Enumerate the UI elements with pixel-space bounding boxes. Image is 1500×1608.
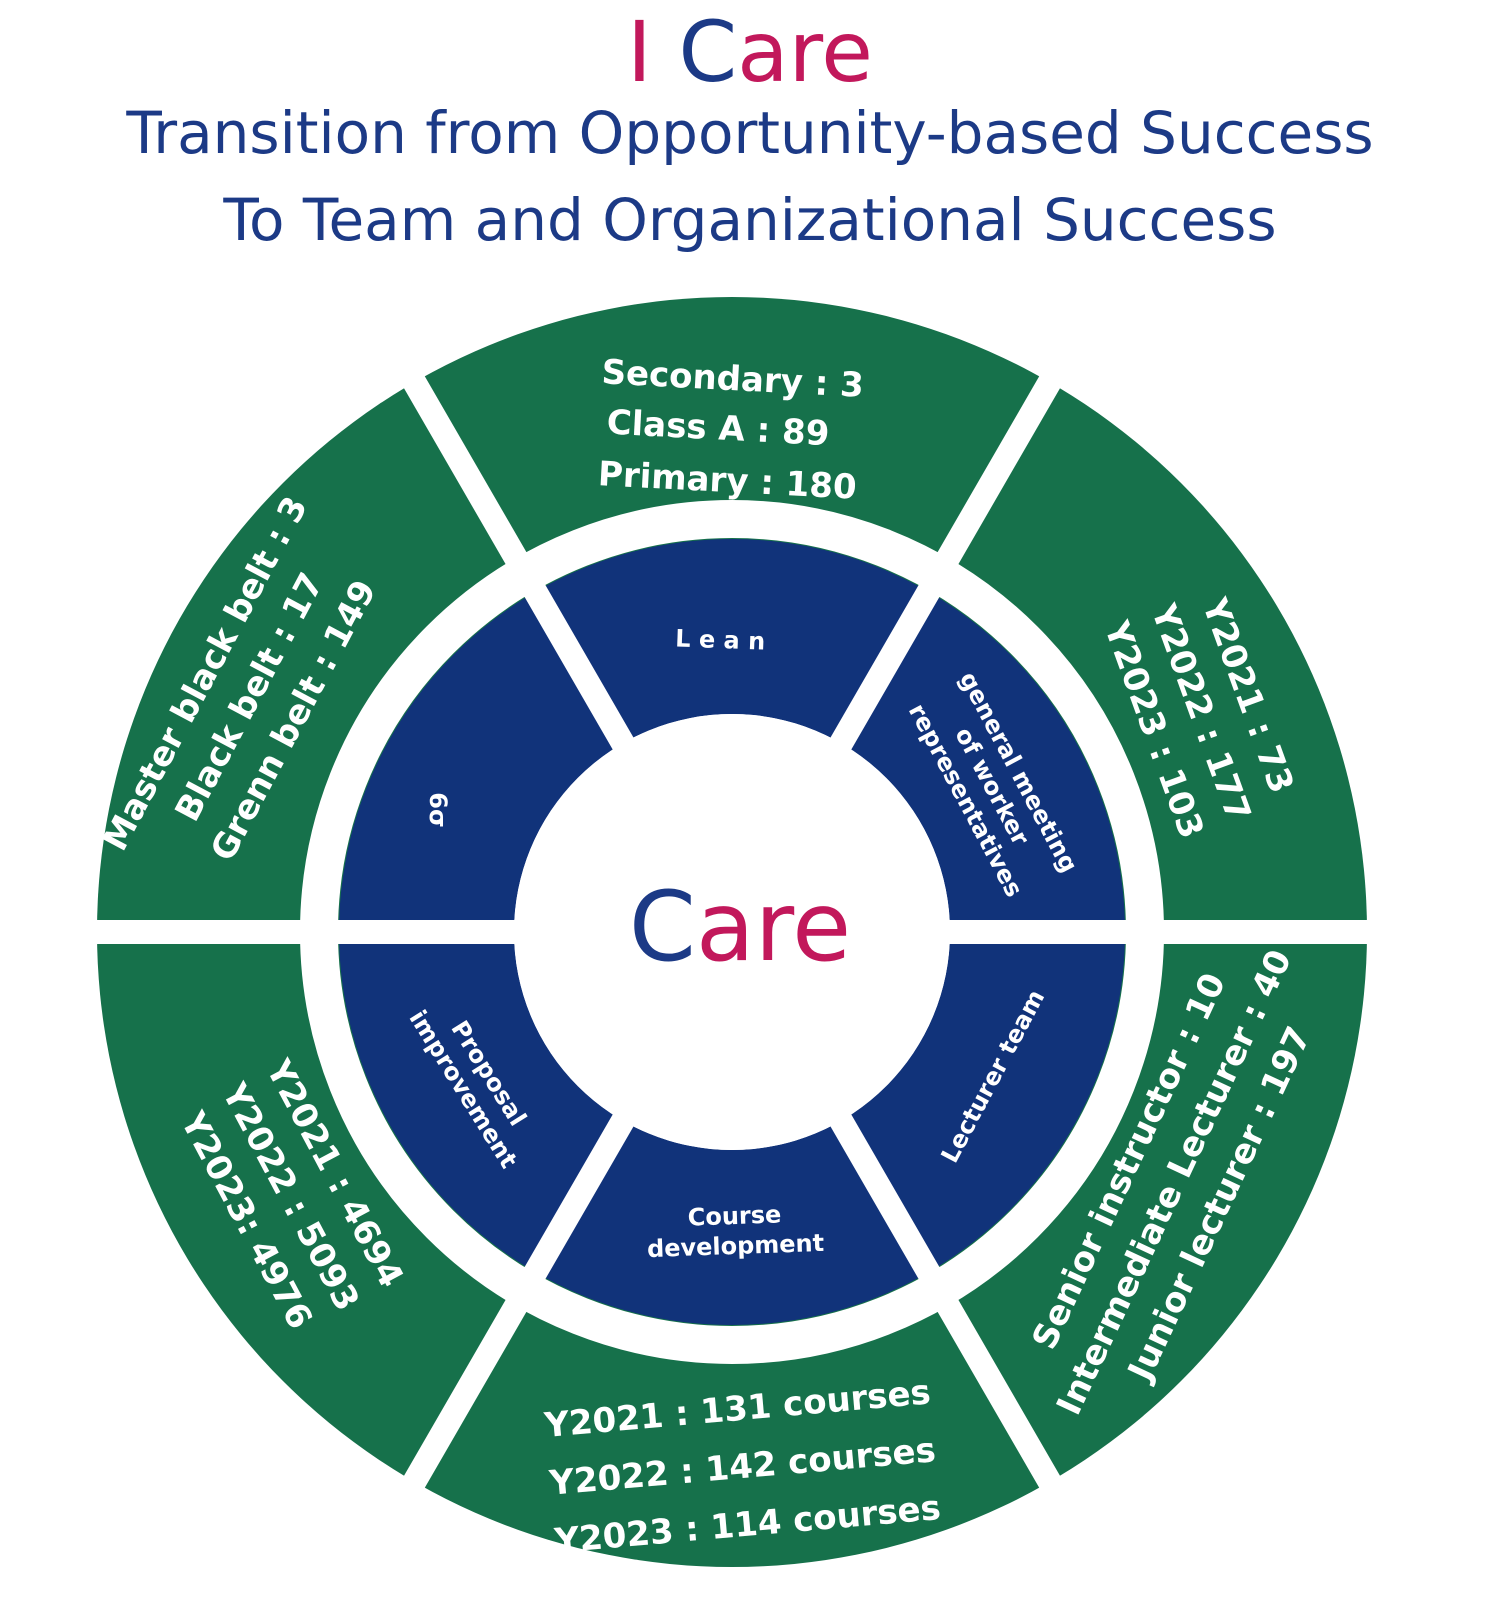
title-letter-c: C <box>678 3 738 101</box>
center-letter-c: C <box>629 871 696 983</box>
subtitle-line-2: To Team and Organizational Success <box>223 186 1277 254</box>
center-disc-top <box>514 714 950 1150</box>
title-letter-i: I <box>627 3 652 101</box>
center-care-label: Care <box>629 871 851 983</box>
outer-segment-top: Secondary : 3 Class A : 89 Primary : 180 <box>597 352 865 507</box>
course-dev-line-2: development <box>647 1229 825 1263</box>
diagram-title: I Care <box>0 4 1500 100</box>
course-dev-line-1: Course <box>687 1200 782 1231</box>
subtitle-line-1: Transition from Opportunity-based Succes… <box>126 99 1374 167</box>
inner-label-lean: L e a n <box>675 624 766 655</box>
title-rest: are <box>737 3 873 101</box>
inner-label-course-development: Course development <box>647 1200 825 1263</box>
center-rest: are <box>696 871 851 983</box>
inner-label-six-sigma: 6σ <box>424 792 452 827</box>
